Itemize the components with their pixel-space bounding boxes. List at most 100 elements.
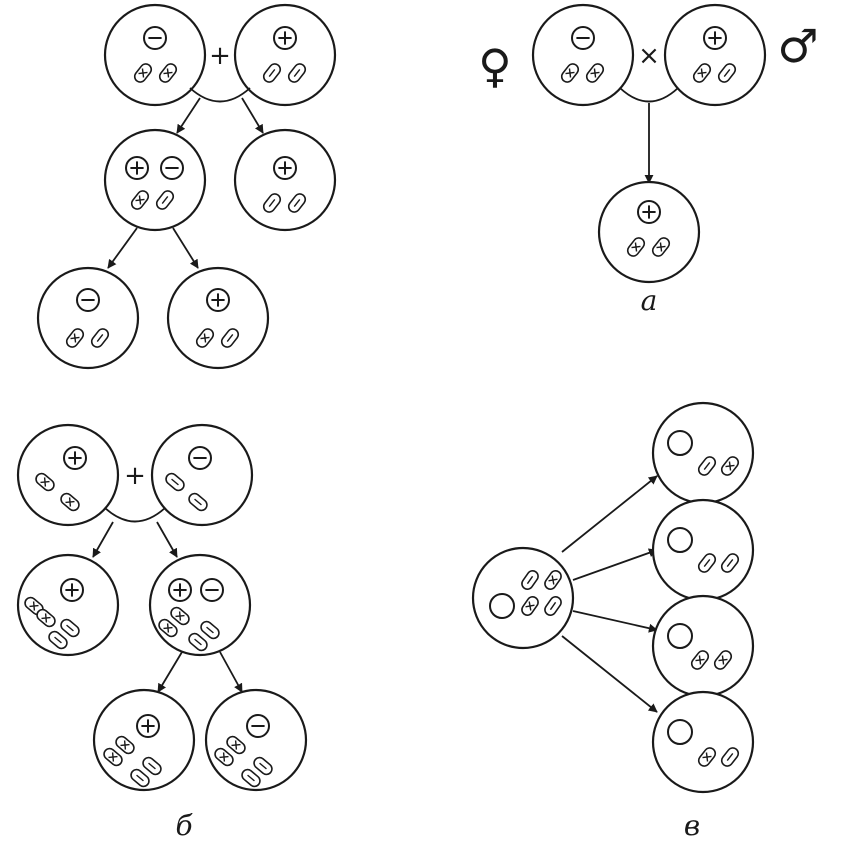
arrow — [157, 651, 183, 693]
plus-nucleus-icon — [273, 26, 297, 50]
plasmid-minus-icon — [720, 553, 740, 573]
plus-operator: + — [124, 461, 146, 491]
minus-nucleus-icon — [200, 578, 224, 602]
plasmid-plus-icon — [713, 650, 733, 670]
plasmid-minus-icon — [262, 63, 282, 83]
plus-nucleus-icon — [136, 714, 160, 738]
plasmid-plus-icon — [130, 190, 150, 210]
empty-nucleus-icon — [667, 430, 693, 456]
plasmid-plus-icon — [158, 618, 178, 638]
top-left-scheme: + — [36, 3, 337, 370]
plasmid-plus-icon — [692, 63, 712, 83]
plasmid-minus-icon — [130, 768, 150, 788]
minus-nucleus-icon — [188, 446, 212, 470]
arrow — [219, 651, 243, 693]
minus-nucleus-icon — [160, 156, 184, 180]
plasmid-plus-icon — [60, 492, 80, 512]
plasmid-plus-icon — [214, 747, 234, 767]
panel-label-b: б — [175, 809, 193, 842]
arrow — [572, 548, 658, 581]
plasmid-minus-icon — [142, 756, 162, 776]
empty-nucleus-icon — [489, 593, 515, 619]
plasmid-minus-icon — [544, 596, 562, 616]
plasmid-minus-icon — [253, 756, 273, 776]
plasmid-minus-icon — [262, 193, 282, 213]
plasmid-minus-icon — [188, 492, 208, 512]
cross-operator: × — [638, 41, 660, 71]
plus-nucleus-icon — [206, 288, 230, 312]
male-cell — [663, 3, 767, 107]
plasmid-plus-icon — [626, 237, 646, 257]
plasmid-minus-icon — [60, 618, 80, 638]
male-symbol: ♂ — [777, 19, 818, 73]
arrow — [572, 610, 658, 633]
plasmid-minus-icon — [697, 456, 717, 476]
cell-contents — [24, 26, 740, 788]
plus-operator: + — [209, 41, 231, 71]
source-cell — [471, 546, 575, 650]
female-cell — [531, 3, 635, 107]
plasmid-minus-icon — [697, 553, 717, 573]
plus-nucleus-icon — [60, 578, 84, 602]
hybrid-cell — [103, 128, 207, 232]
plasmid-plus-icon — [697, 747, 717, 767]
arrow — [561, 635, 658, 713]
plasmid-minus-icon — [165, 472, 185, 492]
segregant-cell-minus — [36, 266, 140, 370]
empty-nucleus-icon — [667, 623, 693, 649]
plasmid-minus-icon — [220, 328, 240, 348]
segregant-cell-plus — [166, 266, 270, 370]
progeny-cell — [651, 594, 755, 698]
plasmid-minus-icon — [287, 193, 307, 213]
arrow — [156, 521, 178, 558]
plasmid-plus-icon — [65, 328, 85, 348]
union-arc — [189, 87, 251, 103]
plasmid-plus-icon — [103, 747, 123, 767]
daughter-cell-plus — [16, 553, 120, 657]
female-symbol: ♀ — [478, 39, 512, 93]
plus-nucleus-icon — [273, 156, 297, 180]
plasmid-plus-icon — [521, 596, 539, 616]
donor-cell — [16, 423, 120, 527]
plus-nucleus-icon — [637, 200, 661, 224]
plasmid-plus-icon — [133, 63, 153, 83]
plasmid-minus-icon — [48, 630, 68, 650]
plasmid-plus-icon — [158, 63, 178, 83]
recipient-cell — [150, 423, 254, 527]
plasmid-minus-icon — [241, 768, 261, 788]
panel-label-v: в — [684, 809, 700, 842]
panel-b-scheme: + б — [16, 423, 308, 842]
plasmid-minus-icon — [90, 328, 110, 348]
plasmid-minus-icon — [717, 63, 737, 83]
plasmid-plus-icon — [651, 237, 671, 257]
progeny-cell — [651, 401, 755, 505]
plasmid-plus-icon — [115, 735, 135, 755]
plasmid-minus-icon — [188, 632, 208, 652]
plasmid-plus-icon — [720, 456, 740, 476]
plasmid-minus-icon — [200, 620, 220, 640]
plasmid-plus-icon — [35, 472, 55, 492]
panel-a-scheme: ♀ ♂ × а — [478, 3, 819, 317]
plasmid-minus-icon — [155, 190, 175, 210]
empty-nucleus-icon — [667, 527, 693, 553]
parent-cell-minus — [103, 3, 207, 107]
progeny-cell — [651, 690, 755, 794]
plasmid-plus-icon — [560, 63, 580, 83]
arrow — [561, 475, 658, 553]
plus-nucleus-icon — [63, 446, 87, 470]
plasmid-plus-icon — [170, 606, 190, 626]
empty-nucleus-icon — [667, 719, 693, 745]
minus-nucleus-icon — [571, 26, 595, 50]
plasmid-plus-icon — [36, 608, 56, 628]
plus-nucleus-icon — [125, 156, 149, 180]
plus-nucleus-icon — [703, 26, 727, 50]
zygote-cell — [597, 180, 701, 284]
plasmid-plus-icon — [544, 570, 562, 590]
panel-label-a: а — [641, 284, 658, 317]
union-arc — [619, 87, 679, 103]
arrow — [107, 227, 138, 269]
minus-nucleus-icon — [76, 288, 100, 312]
minus-nucleus-icon — [143, 26, 167, 50]
plasmid-plus-icon — [195, 328, 215, 348]
